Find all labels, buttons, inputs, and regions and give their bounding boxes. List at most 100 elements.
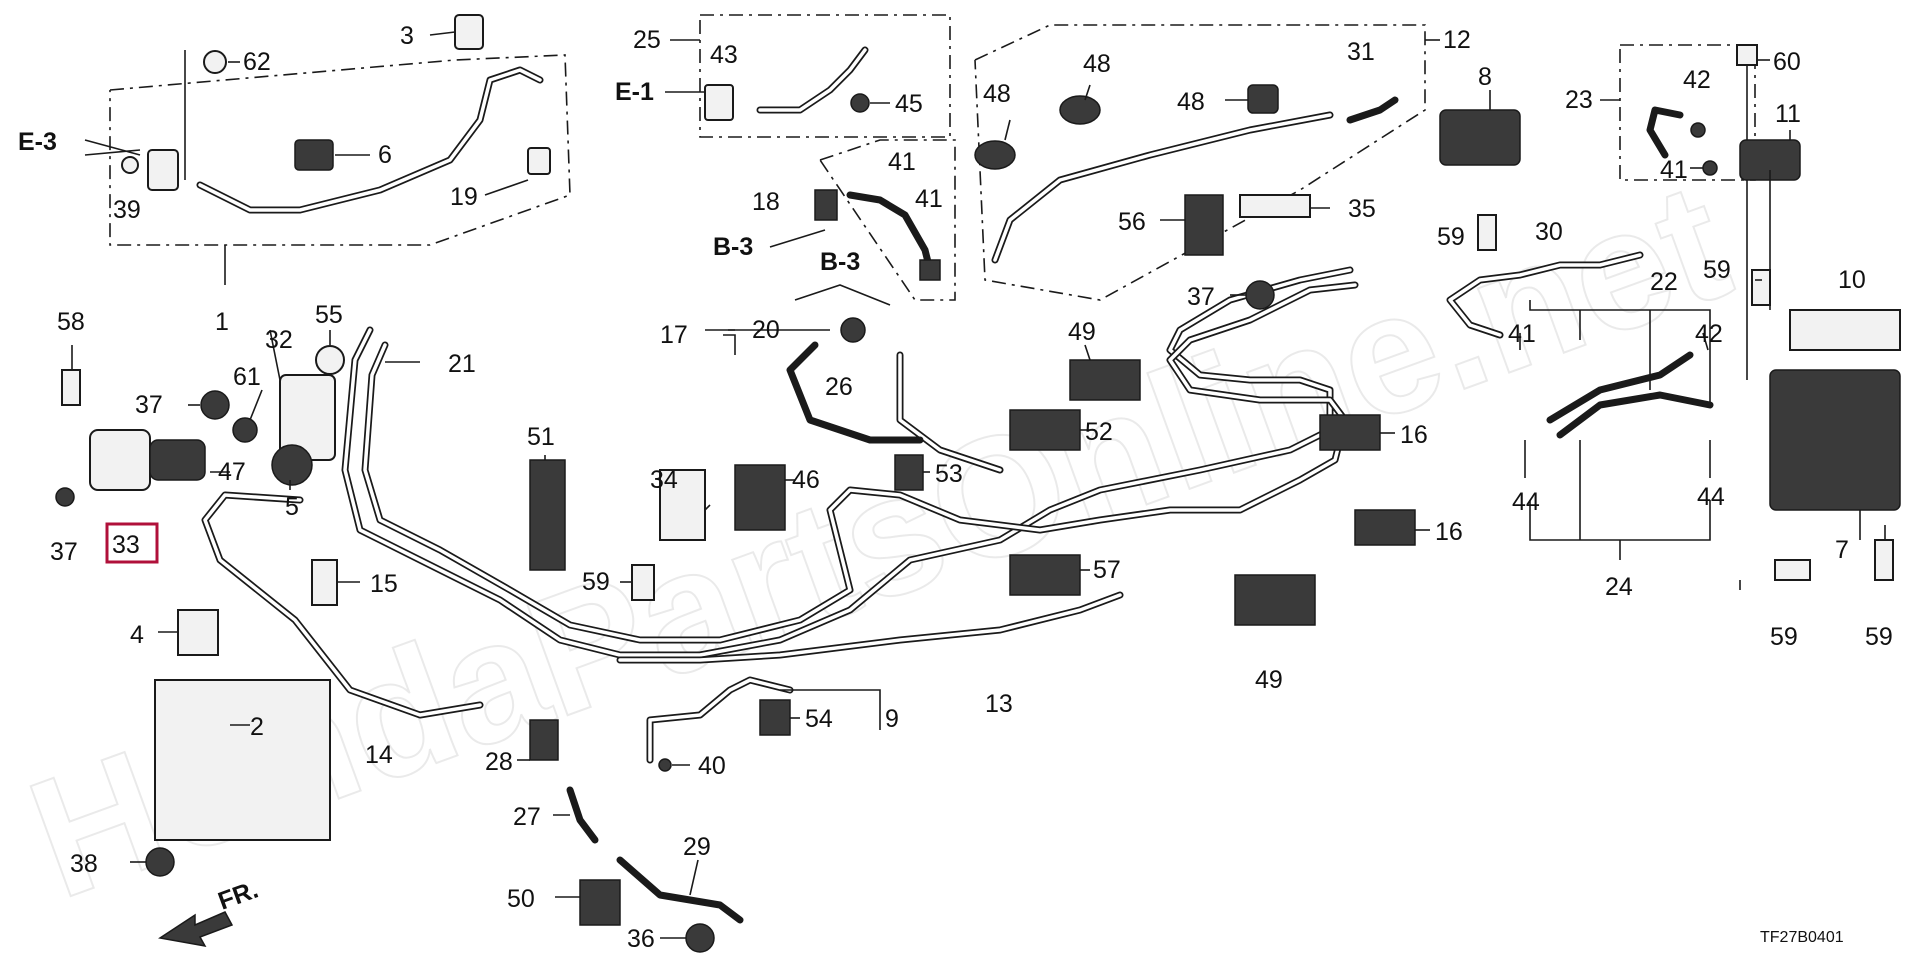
callout-48-b[interactable]: 48: [1083, 50, 1111, 78]
callout-31[interactable]: 31: [1347, 38, 1375, 66]
callout-59-b[interactable]: 59: [1703, 256, 1731, 284]
callout-42-a[interactable]: 42: [1683, 66, 1711, 94]
callout-27[interactable]: 27: [513, 803, 541, 831]
callout-20[interactable]: 20: [752, 316, 780, 344]
callout-41-c[interactable]: 41: [915, 185, 943, 213]
callout-49-a[interactable]: 49: [1068, 318, 1096, 346]
callout-17[interactable]: 17: [660, 321, 688, 349]
callout-59-e[interactable]: 59: [1865, 623, 1893, 651]
callout-6[interactable]: 6: [378, 141, 392, 169]
callout-12[interactable]: 12: [1443, 26, 1471, 54]
callout-35[interactable]: 35: [1348, 195, 1376, 223]
part-37-nut-c: [200, 390, 230, 420]
part-50-joint: [579, 879, 621, 926]
part-62-nut: [203, 50, 227, 74]
callout-59-c[interactable]: 59: [582, 568, 610, 596]
callout-48-a[interactable]: 48: [983, 80, 1011, 108]
callout-58[interactable]: 58: [57, 308, 85, 336]
callout-24[interactable]: 24: [1605, 573, 1633, 601]
diagram-code: TF27B0401: [1760, 929, 1844, 946]
callout-53[interactable]: 53: [935, 460, 963, 488]
part-60-bolt: [1736, 44, 1758, 66]
group-box-25: [699, 14, 951, 138]
callout-55[interactable]: 55: [315, 301, 343, 329]
callout-37-c[interactable]: 37: [50, 538, 78, 566]
callout-59-a[interactable]: 59: [1437, 223, 1465, 251]
callout-42-b[interactable]: 42: [1695, 320, 1723, 348]
callout-13[interactable]: 13: [985, 690, 1013, 718]
ref-b3-b[interactable]: B-3: [820, 248, 860, 276]
ref-e1[interactable]: E-1: [615, 78, 654, 106]
callout-44-b[interactable]: 44: [1697, 483, 1725, 511]
callout-43[interactable]: 43: [710, 41, 738, 69]
callout-33[interactable]: 33: [112, 531, 140, 559]
callout-4[interactable]: 4: [130, 621, 144, 649]
callout-49-b[interactable]: 49: [1255, 666, 1283, 694]
callout-3[interactable]: 3: [400, 22, 414, 50]
callout-30[interactable]: 30: [1535, 218, 1563, 246]
callout-14[interactable]: 14: [365, 741, 393, 769]
callout-56[interactable]: 56: [1118, 208, 1146, 236]
part-51-clips: [529, 459, 566, 571]
callout-25[interactable]: 25: [633, 26, 661, 54]
callout-54[interactable]: 54: [805, 705, 833, 733]
callout-23[interactable]: 23: [1565, 86, 1593, 114]
callout-11[interactable]: 11: [1775, 100, 1801, 128]
callout-37-a[interactable]: 37: [1187, 283, 1215, 311]
callout-40[interactable]: 40: [698, 752, 726, 780]
callout-62[interactable]: 62: [243, 48, 271, 76]
callout-19[interactable]: 19: [450, 183, 478, 211]
callout-46[interactable]: 46: [792, 466, 820, 494]
callout-16-a[interactable]: 16: [1400, 421, 1428, 449]
part-48-clamp-b: [1059, 95, 1101, 125]
callout-52[interactable]: 52: [1085, 418, 1113, 446]
callout-10[interactable]: 10: [1838, 266, 1866, 294]
callout-61[interactable]: 61: [233, 363, 261, 391]
callout-41-b[interactable]: 41: [888, 148, 916, 176]
callout-16-b[interactable]: 16: [1435, 518, 1463, 546]
callout-44-a[interactable]: 44: [1512, 488, 1540, 516]
callout-29[interactable]: 29: [683, 833, 711, 861]
part-3-sensor: [454, 14, 484, 50]
part-61-nut: [232, 417, 258, 443]
callout-26[interactable]: 26: [825, 373, 853, 401]
callout-32[interactable]: 32: [265, 326, 293, 354]
callout-8[interactable]: 8: [1478, 63, 1492, 91]
callout-34[interactable]: 34: [650, 466, 678, 494]
callout-57[interactable]: 57: [1093, 556, 1121, 584]
callout-41-a[interactable]: 41: [1660, 156, 1688, 184]
part-58-bolt: [61, 369, 81, 406]
part-49-clips-b: [1234, 574, 1316, 626]
callout-9[interactable]: 9: [885, 705, 899, 733]
callout-2[interactable]: 2: [250, 713, 264, 741]
callout-7[interactable]: 7: [1835, 536, 1849, 564]
callout-21[interactable]: 21: [448, 350, 476, 378]
callout-36[interactable]: 36: [627, 925, 655, 953]
part-48-clamp-a: [974, 140, 1016, 170]
part-39-washer: [121, 156, 139, 174]
callout-28[interactable]: 28: [485, 748, 513, 776]
ref-e3[interactable]: E-3: [18, 128, 57, 156]
callout-18[interactable]: 18: [752, 188, 780, 216]
callout-45[interactable]: 45: [895, 90, 923, 118]
part-37-nut-b: [55, 487, 75, 507]
callout-37-b[interactable]: 37: [135, 391, 163, 419]
part-7-canister: [1769, 369, 1901, 511]
group-box-23: [1619, 44, 1756, 181]
callout-59-d[interactable]: 59: [1770, 623, 1798, 651]
ref-b3-a[interactable]: B-3: [713, 233, 753, 261]
part-8-module: [1439, 109, 1521, 166]
callout-22[interactable]: 22: [1650, 268, 1678, 296]
callout-1[interactable]: 1: [215, 308, 229, 336]
callout-51[interactable]: 51: [527, 423, 555, 451]
callout-39[interactable]: 39: [113, 196, 141, 224]
part-37-nut-a: [1245, 280, 1275, 310]
callout-50[interactable]: 50: [507, 885, 535, 913]
callout-41-d[interactable]: 41: [1508, 320, 1536, 348]
callout-15[interactable]: 15: [370, 570, 398, 598]
callout-38[interactable]: 38: [70, 850, 98, 878]
callout-5[interactable]: 5: [285, 493, 299, 521]
callout-47[interactable]: 47: [218, 458, 246, 486]
callout-48-c[interactable]: 48: [1177, 88, 1205, 116]
callout-60[interactable]: 60: [1773, 48, 1801, 76]
